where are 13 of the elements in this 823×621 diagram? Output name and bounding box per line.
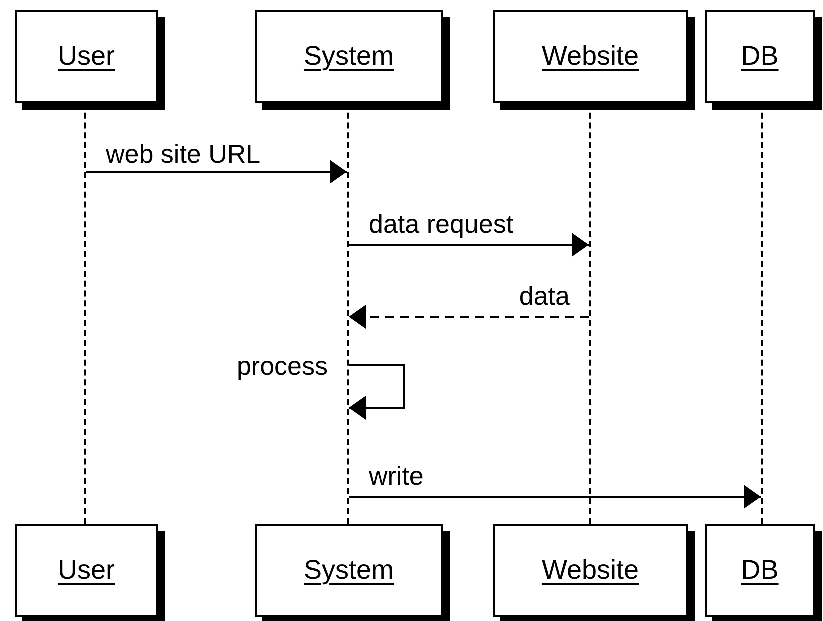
participant-name: User [58, 554, 115, 588]
participant-name: User [58, 40, 115, 74]
message-arrow [349, 364, 405, 420]
message-arrow [349, 305, 589, 329]
participant-name: Website [542, 40, 640, 74]
participant-name: Website [542, 554, 640, 588]
message-arrow [349, 485, 761, 509]
participant-name: DB [741, 554, 779, 588]
participant-name: System [304, 554, 394, 588]
message-arrow [349, 233, 589, 257]
participant-name: DB [741, 40, 779, 74]
participant-name: System [304, 40, 394, 74]
message-arrow [86, 160, 347, 184]
